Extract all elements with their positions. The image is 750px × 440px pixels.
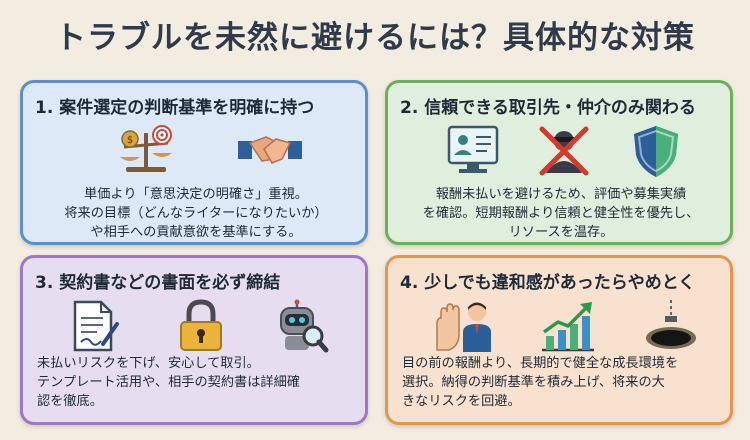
card-selection-criteria: 1. 案件選定の判断基準を明確に持つ $ 単価より「意思決定の明確さ」重視。 将… bbox=[20, 80, 368, 245]
card-text-line: 報酬未払いを避けるため、評価や募集実績 bbox=[435, 187, 687, 202]
card-text-line: 選択。納得の判断基準を積み上げ、将来の大 bbox=[402, 375, 665, 390]
card-text-line: 単価より「意思決定の明確さ」重視。 bbox=[84, 187, 308, 202]
profile-check-icon bbox=[447, 125, 499, 173]
growth-chart-icon bbox=[542, 302, 594, 352]
card-heading: 3. 契約書などの書面を必ず締結 bbox=[35, 273, 281, 293]
crossed-out-person-icon bbox=[539, 126, 589, 176]
robot-magnifier-icon bbox=[280, 299, 329, 353]
card-heading: 2. 信頼できる取引先・仲介のみ関わる bbox=[400, 98, 696, 118]
card-text-line: きなリスクを回避。 bbox=[402, 394, 521, 409]
card-text-line: 将来の目標（どんなライターになりたいか） bbox=[64, 206, 328, 221]
stop-hand-person-icon bbox=[436, 302, 491, 352]
card-text-line: リソースを温存。 bbox=[508, 225, 614, 240]
card-text-line: 未払いリスクを下げ、安心して取引。 bbox=[37, 356, 260, 371]
shield-icon bbox=[634, 126, 678, 177]
card-trust-instinct: 4. 少しでも違和感があったらやめとく 目の前の報酬より、長期的で健全な成長環境… bbox=[385, 255, 733, 425]
svg-text:$: $ bbox=[127, 135, 133, 146]
handshake-icon bbox=[238, 136, 302, 164]
card-heading: 1. 案件選定の判断基準を明確に持つ bbox=[35, 98, 315, 118]
padlock-icon bbox=[180, 299, 222, 351]
card-written-contract: 3. 契約書などの書面を必ず締結 bbox=[20, 255, 368, 425]
card-heading: 4. 少しでも違和感があったらやめとく bbox=[400, 273, 696, 293]
page-title: トラブルを未然に避けるには？具体的な対策 bbox=[55, 20, 695, 56]
card-text-line: テンプレート活用や、相手の契約書は詳細確 bbox=[37, 375, 300, 390]
card-text-line: や相手への貢献意欲を基準にする。 bbox=[90, 225, 302, 240]
money-scale-target-icon: $ bbox=[120, 125, 172, 172]
card-text-line: 目の前の報酬より、長期的で健全な成長環境を bbox=[402, 356, 679, 371]
card-trusted-partners: 2. 信頼できる取引先・仲介のみ関わる 報酬未払いを避けるため、評価や募集実績 … bbox=[385, 80, 733, 245]
pitfall-hole-icon bbox=[646, 300, 696, 349]
contract-document-icon bbox=[73, 300, 119, 352]
card-text-line: 認を徹底。 bbox=[37, 394, 103, 409]
card-text-line: を確認。短期報酬より信頼と健全性を優先し、 bbox=[422, 206, 700, 221]
